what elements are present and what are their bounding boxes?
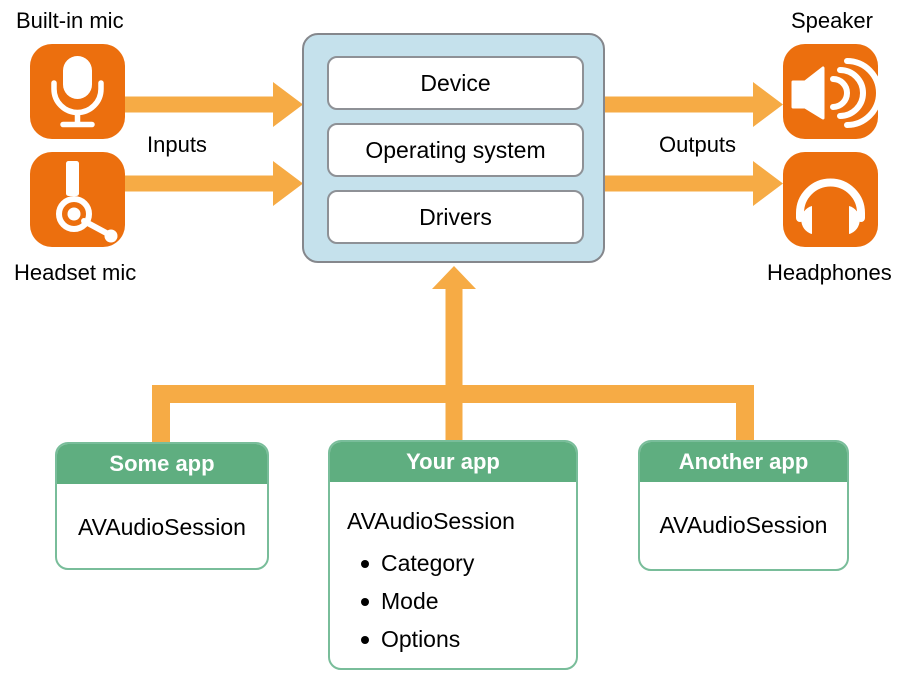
avaudiosession-label: AVAudioSession xyxy=(659,511,828,538)
input-arrow-bottom xyxy=(125,161,303,206)
bullet-label: Options xyxy=(381,626,461,652)
bullet-icon xyxy=(361,635,369,644)
input-arrow-top xyxy=(125,82,303,127)
headset-mic-label: Headset mic xyxy=(14,260,137,285)
built-in-mic-label: Built-in mic xyxy=(16,8,124,33)
app-card-another-app: Another app AVAudioSession xyxy=(638,440,849,571)
bullet-icon xyxy=(361,559,369,568)
app-card-header: Some app xyxy=(57,444,267,484)
list-item: Mode xyxy=(361,588,566,614)
built-in-mic-tile xyxy=(30,44,125,139)
headphones-label: Headphones xyxy=(767,260,892,285)
output-arrow-bottom xyxy=(605,161,783,206)
avaudiosession-label: AVAudioSession xyxy=(347,508,515,534)
inputs-label: Inputs xyxy=(147,132,207,157)
bullet-label: Category xyxy=(381,550,475,576)
layer-drivers: Drivers xyxy=(327,190,584,244)
headset-mic-tile xyxy=(30,152,125,247)
bullet-icon xyxy=(361,597,369,606)
microphone-icon xyxy=(30,44,125,139)
system-panel: Device Operating system Drivers xyxy=(302,33,605,263)
speaker-icon xyxy=(783,44,878,139)
session-properties-list: Category Mode Options xyxy=(347,550,566,652)
connector-left-stub xyxy=(152,385,170,444)
layer-device: Device xyxy=(327,56,584,110)
app-card-some-app: Some app AVAudioSession xyxy=(55,442,269,570)
speaker-tile xyxy=(783,44,878,139)
app-card-header: Your app xyxy=(330,442,576,482)
connector-up-arrow xyxy=(432,266,476,442)
bullet-label: Mode xyxy=(381,588,439,614)
headphones-tile xyxy=(783,152,878,247)
app-card-your-app: Your app AVAudioSession Category Mode Op… xyxy=(328,440,578,670)
headphones-icon xyxy=(783,152,878,247)
speaker-label: Speaker xyxy=(791,8,873,33)
list-item: Options xyxy=(361,626,566,652)
layer-operating-system: Operating system xyxy=(327,123,584,177)
headset-mic-icon xyxy=(30,152,125,247)
outputs-label: Outputs xyxy=(659,132,737,157)
app-card-header: Another app xyxy=(640,442,847,482)
avaudiosession-label: AVAudioSession xyxy=(78,513,246,540)
list-item: Category xyxy=(361,550,566,576)
output-arrow-top xyxy=(605,82,783,127)
connector-right-stub xyxy=(736,385,754,442)
